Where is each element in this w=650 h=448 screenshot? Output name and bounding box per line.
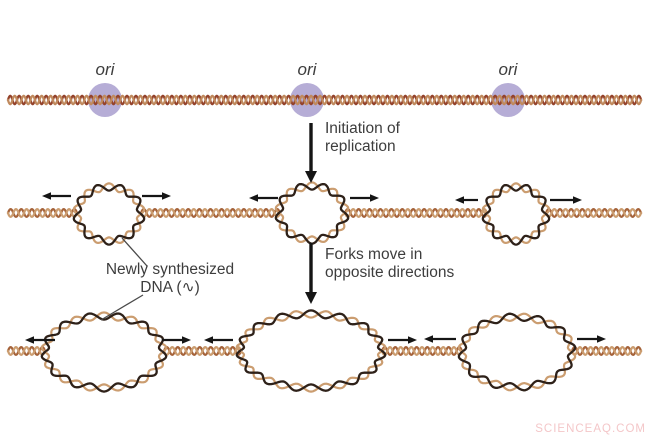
dna-strand — [544, 208, 643, 218]
new-dna-strand — [238, 309, 384, 353]
ori-label: ori — [95, 60, 115, 79]
arrow-head — [182, 336, 191, 344]
new-dna-strand — [235, 349, 387, 392]
fork-arrow-right — [577, 335, 606, 343]
fork-arrow-right — [550, 196, 582, 204]
dna-strand — [6, 208, 79, 218]
initiation-dna-row — [6, 181, 643, 246]
replication-bubble — [235, 309, 387, 393]
ori-label: ori — [498, 60, 518, 79]
parental-strand — [72, 182, 146, 216]
parental-dna-row — [6, 94, 643, 106]
parental-strand — [274, 181, 350, 215]
new-dna-strand — [274, 211, 350, 245]
ori-circles — [88, 83, 525, 117]
new-dna-strand — [43, 312, 165, 354]
pointer-lines — [100, 237, 148, 321]
ori-circle — [290, 83, 324, 117]
new-dna-strand — [277, 182, 347, 215]
initiation-label: Initiation of replication — [325, 120, 400, 156]
elongation-dna-row — [6, 309, 643, 393]
parental-strand — [40, 311, 168, 354]
parental-strand — [238, 349, 384, 393]
new-dna-strand — [457, 350, 574, 392]
dna-strand — [139, 208, 282, 218]
parental-strand — [481, 182, 551, 216]
replication-bubble — [40, 311, 168, 393]
ori-circle — [491, 83, 525, 117]
arrow-head — [424, 335, 433, 343]
new-dna-strand — [75, 183, 143, 216]
fork-arrow-left — [204, 336, 233, 344]
parental-strand — [75, 212, 143, 244]
replication-bubble — [72, 182, 146, 246]
arrow-head — [597, 335, 606, 343]
fork-arrow-right — [162, 336, 191, 344]
new-dna-strand — [481, 212, 551, 246]
ori-circle — [88, 83, 122, 117]
parental-strand — [235, 310, 387, 353]
watermark: SCIENCEAQ.COM — [535, 423, 646, 435]
arrow-head — [408, 336, 417, 344]
fork-arrow-left — [42, 192, 71, 200]
new-dna-strand — [72, 212, 146, 246]
dna-strand — [380, 346, 464, 356]
fork-arrow-left — [25, 336, 55, 344]
arrow-head — [204, 336, 213, 344]
fork-arrow-right — [388, 336, 417, 344]
newly-synthesized-label: Newly synthesized DNA (∿) — [105, 261, 235, 297]
fork-arrow-right — [350, 194, 379, 202]
fork-arrow-left — [455, 196, 478, 204]
dna-strand — [162, 346, 243, 356]
ori-label: ori — [297, 60, 317, 79]
parental-strand — [484, 212, 548, 244]
label-pointer-line — [121, 237, 148, 267]
forks-label: Forks move in opposite directions — [325, 246, 455, 282]
arrow-head — [455, 196, 464, 204]
replication-bubble — [481, 182, 551, 246]
arrow-head — [162, 192, 171, 200]
arrow-head — [573, 196, 582, 204]
dna-strand — [343, 208, 489, 218]
label-pointer-line — [100, 294, 144, 321]
arrows — [25, 123, 606, 344]
dna-strand — [570, 346, 643, 356]
dna-strand — [6, 94, 643, 106]
arrow-head — [249, 194, 258, 202]
dna-strand — [6, 346, 47, 356]
replication-bubble — [274, 181, 350, 245]
parental-strand — [277, 211, 347, 243]
dna-strand — [380, 346, 464, 356]
fork-arrow-right — [142, 192, 171, 200]
new-dna-strand — [40, 350, 168, 393]
arrow-head — [42, 192, 51, 200]
step-arrow-initiation — [305, 123, 317, 183]
fork-arrow-left — [424, 335, 456, 343]
new-dna-strand — [460, 312, 577, 354]
arrow-head — [305, 171, 317, 183]
replication-bubble — [457, 312, 577, 392]
arrow-head — [305, 292, 317, 304]
parental-strand — [43, 350, 165, 392]
step-arrow-forks — [305, 243, 317, 304]
arrow-head — [25, 336, 34, 344]
dna-strand — [6, 94, 643, 106]
fork-arrow-left — [249, 194, 278, 202]
new-dna-strand — [484, 183, 548, 216]
arrow-head — [370, 194, 379, 202]
